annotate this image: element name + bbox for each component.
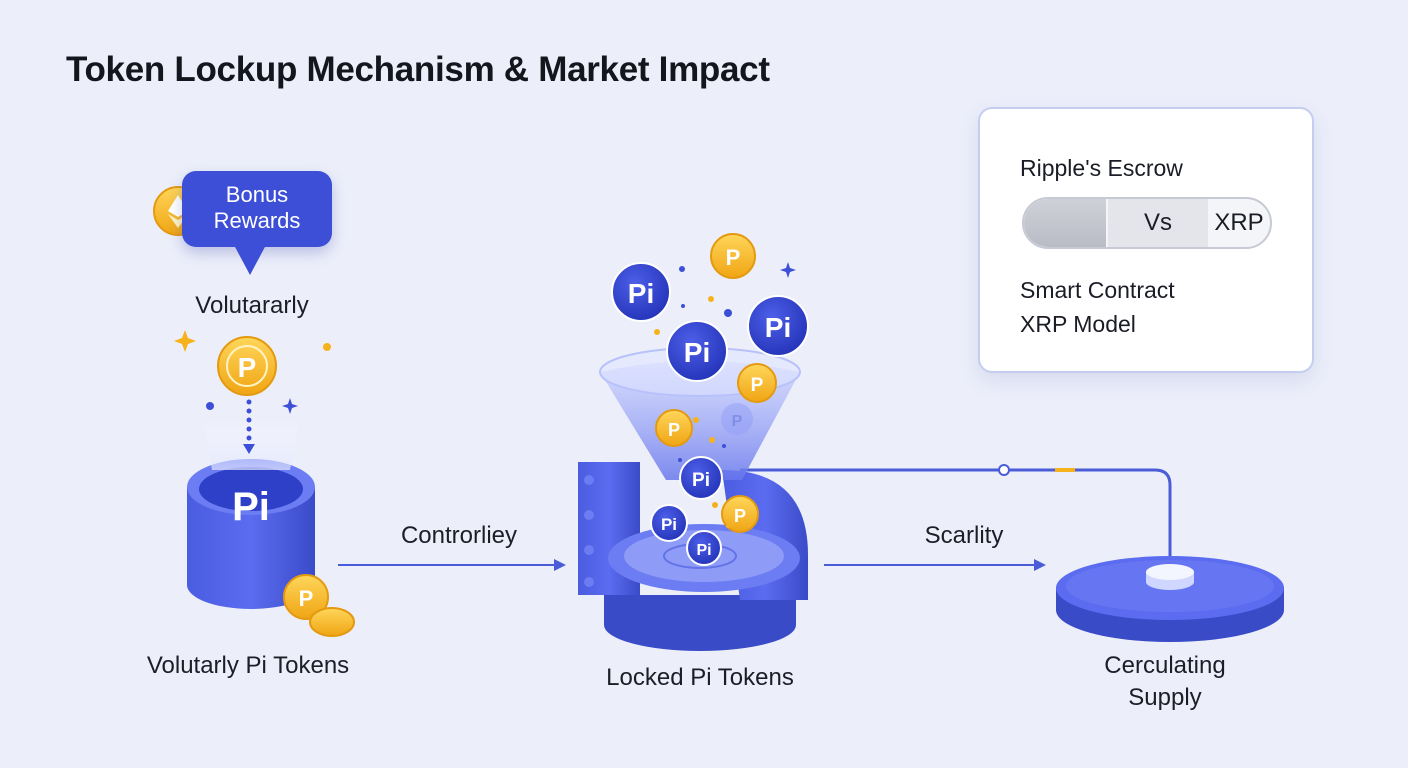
sparkle-icon — [174, 330, 196, 352]
arrow-label-controrliey: Controrliey — [400, 522, 518, 549]
arrow-label-scarlity: Scarlity — [924, 522, 1004, 549]
circulating-supply-disc — [1056, 556, 1284, 642]
p-coin-icon: P — [737, 363, 777, 403]
toggle-xrp-label: XRP — [1214, 209, 1264, 236]
coin-icon — [309, 607, 355, 637]
bubble-tail — [234, 245, 266, 275]
supply-line-2: Supply — [1128, 684, 1202, 711]
ripple-escrow-card: Ripple's Escrow Vs XRP Smart Contract XR… — [978, 107, 1314, 373]
pi-coin-icon: Pi — [679, 456, 723, 500]
svg-text:Pi: Pi — [661, 515, 677, 534]
circulating-supply-label: Cerculating Supply — [1060, 650, 1270, 714]
svg-text:P: P — [238, 352, 257, 383]
p-coin-icon: P — [721, 403, 753, 435]
p-coin-icon: P — [721, 495, 759, 533]
page-title: Token Lockup Mechanism & Market Impact — [66, 50, 770, 89]
svg-text:Pi: Pi — [696, 542, 711, 559]
voluntary-token-vault — [187, 420, 315, 609]
supply-pipe — [740, 464, 1172, 572]
p-coin-icon: P — [710, 233, 756, 279]
p-coin-icon: P — [283, 574, 329, 620]
vault-pi-label: Pi — [232, 485, 270, 529]
p-coin-icon: P — [217, 336, 277, 396]
svg-text:P: P — [751, 375, 764, 396]
voluntary-top-label: Volutararly — [195, 292, 309, 319]
card-model-text: Smart Contract XRP Model — [1020, 273, 1175, 341]
pi-coin-icon: Pi — [666, 320, 728, 382]
bonus-rewards-bubble: Bonus Rewards — [182, 171, 332, 275]
pi-coin-icon: Pi — [650, 504, 688, 542]
pi-coin-icon: Pi — [686, 530, 722, 566]
model-line-1: Smart Contract — [1020, 277, 1175, 303]
bonus-line-1: Bonus — [225, 182, 289, 207]
p-coin-icon: P — [655, 409, 693, 447]
toggle-knob[interactable] — [1024, 199, 1106, 247]
drop-dots — [243, 399, 255, 454]
svg-text:P: P — [299, 586, 314, 611]
supply-line-1: Cerculating — [1104, 652, 1226, 679]
svg-text:Pi: Pi — [692, 470, 710, 491]
locked-tokens-label: Locked Pi Tokens — [606, 664, 794, 691]
svg-text:Pi: Pi — [628, 278, 654, 309]
sparkle-dot — [323, 343, 331, 351]
card-heading: Ripple's Escrow — [1020, 155, 1183, 181]
bonus-line-2: Rewards — [213, 208, 301, 233]
sparkle-icon — [282, 398, 298, 414]
model-line-2: XRP Model — [1020, 311, 1136, 337]
svg-text:P: P — [726, 245, 741, 270]
svg-text:P: P — [732, 413, 743, 430]
pi-coin-icon: Pi — [747, 295, 809, 357]
arrow-scarlity — [824, 559, 1046, 571]
toggle-vs-label: Vs — [1108, 199, 1208, 247]
particles — [654, 262, 796, 528]
sparkle-dot — [206, 402, 214, 410]
comparison-toggle[interactable]: Vs XRP — [1022, 197, 1272, 249]
svg-text:Pi: Pi — [684, 337, 710, 368]
svg-text:Pi: Pi — [765, 312, 791, 343]
voluntary-tokens-label: Volutarly Pi Tokens — [146, 652, 350, 679]
svg-text:P: P — [668, 420, 680, 440]
arrow-controrliey — [338, 559, 566, 571]
pi-coin-icon: Pi — [611, 262, 671, 322]
svg-text:P: P — [734, 506, 746, 526]
